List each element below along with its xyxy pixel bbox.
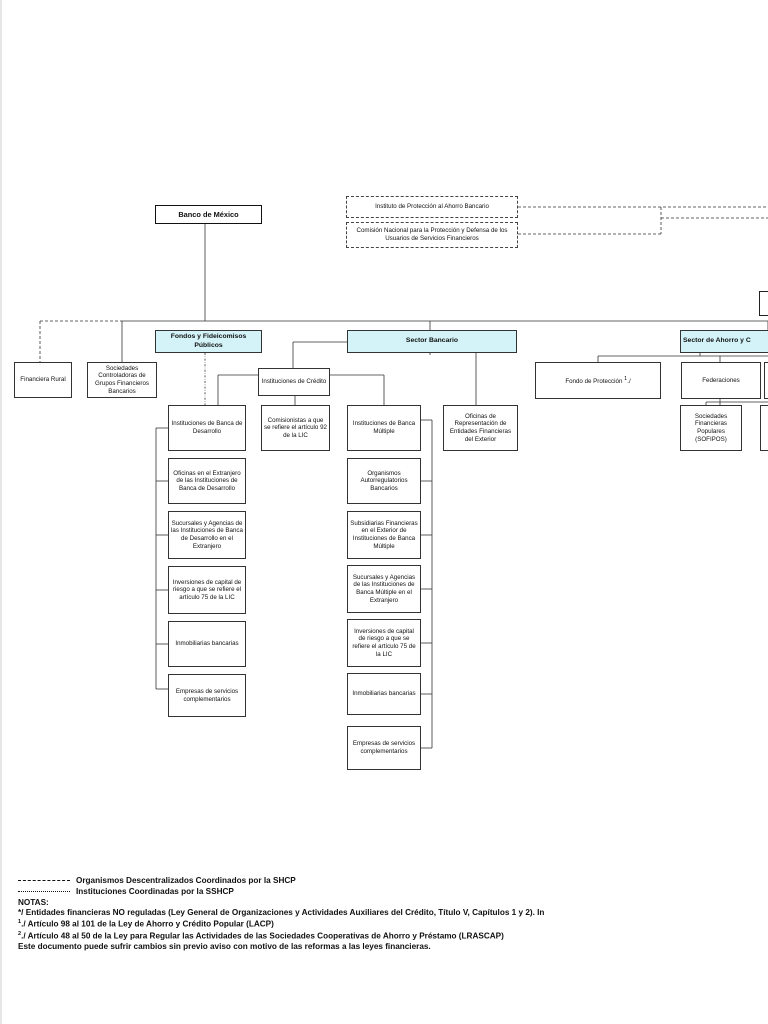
label-fondo-proteccion-text: Fondo de Protección [565, 377, 623, 385]
label-oficinas-representacion: Oficinas de Representación de Entidades … [449, 412, 512, 443]
node-sociedades-controladoras: Sociedades Controladoras de Grupos Finan… [87, 362, 157, 398]
footnote-mark-fondo: 1 [624, 375, 628, 382]
label-comisionistas: Comisionistas a que se refiere el artícu… [264, 416, 327, 439]
legend-dashdot-row: Instituciones Coordinadas por la SSHCP [18, 887, 768, 898]
node-bm-child: Inversiones de capital de riesgo a que s… [347, 619, 421, 667]
node-cut-off-federaciones-right [764, 362, 768, 399]
legend-dashed-text: Organismos Descentralizados Coordinados … [76, 876, 296, 885]
node-cut-off-right [759, 291, 768, 316]
node-sofipos: Sociedades Financieras Populares (SOFIPO… [680, 405, 742, 451]
node-bd-child: Oficinas en el Extranjero de las Institu… [168, 458, 246, 504]
label-condusef: Comisión Nacional para la Protección y D… [356, 227, 508, 242]
note-1-mark: 1 [18, 919, 22, 926]
label-sociedades-controladoras: Sociedades Controladoras de Grupos Finan… [95, 364, 149, 395]
note-2-mark: 2 [18, 930, 22, 937]
note-2: 2./ Artículo 48 al 50 de la Ley para Reg… [18, 931, 768, 943]
note-2-text: ./ Artículo 48 al 50 de la Ley para Regu… [21, 931, 504, 941]
node-fondos-fideicomisos: Fondos y Fideicomisos Públicos [155, 330, 262, 353]
node-comisionistas: Comisionistas a que se refiere el artícu… [261, 405, 330, 451]
footnote-suffix-fondo: ./ [627, 377, 631, 385]
label-fondo-proteccion: Fondo de Protección 1./ [565, 376, 630, 386]
node-sector-ahorro: Sector de Ahorro y C [680, 330, 768, 353]
label-bd-child: Empresas de servicios complementarios [175, 687, 239, 703]
notes-section: Organismos Descentralizados Coordinados … [18, 876, 768, 953]
node-instituciones-credito: Instituciones de Crédito [258, 368, 330, 396]
label-banca-multiple: Instituciones de Banca Múltiple [352, 420, 416, 435]
node-bm-child: Inmobiliarias bancarias [347, 673, 421, 715]
label-bd-child: Inmobiliarias bancarias [175, 640, 239, 648]
node-condusef: Comisión Nacional para la Protección y D… [346, 222, 518, 248]
label-bm-child: Subsidiarias Financieras en el Exterior … [350, 519, 418, 550]
node-cut-off-sofipos-right [760, 405, 768, 451]
node-bm-child: Organismos Autorregulatorios Bancarios [347, 458, 421, 504]
notes-title: NOTAS: [18, 897, 49, 907]
label-fondos: Fondos y Fideicomisos Públicos [170, 333, 247, 349]
node-bd-child: Empresas de servicios complementarios [168, 674, 246, 717]
node-bm-child: Empresas de servicios complementarios [347, 726, 421, 770]
node-bd-child: Inmobiliarias bancarias [168, 621, 246, 667]
label-bm-child: Empresas de servicios complementarios [352, 740, 416, 755]
node-bd-child: Inversiones de capital de riesgo a que s… [168, 566, 246, 614]
legend-dashdot-line [18, 891, 70, 893]
note-star: */ Entidades financieras NO reguladas (L… [18, 908, 545, 918]
label-banca-desarrollo: Instituciones de Banca de Desarrollo [171, 420, 243, 435]
label-federaciones: Federaciones [702, 376, 740, 384]
node-oficinas-representacion: Oficinas de Representación de Entidades … [443, 405, 518, 451]
label-bm-child: Sucursales y Agencias de las Institucion… [352, 573, 416, 604]
legend-dashed-row: Organismos Descentralizados Coordinados … [18, 876, 768, 887]
disclaimer: Este documento puede sufrir cambios sin … [18, 942, 431, 952]
node-banca-multiple: Instituciones de Banca Múltiple [347, 405, 421, 451]
label-sector-bancario: Sector Bancario [405, 337, 459, 345]
label-bd-child: Inversiones de capital de riesgo a que s… [172, 578, 242, 601]
node-bd-child: Sucursales y Agencias de las Institucion… [168, 511, 246, 559]
label-bd-child: Oficinas en el Extranjero de las Institu… [173, 469, 241, 492]
label-bm-child: Inversiones de capital de riesgo a que s… [352, 627, 416, 658]
label-instituciones-credito: Instituciones de Crédito [261, 378, 327, 386]
node-bm-child: Subsidiarias Financieras en el Exterior … [347, 511, 421, 559]
label-bm-child: Organismos Autorregulatorios Bancarios [360, 469, 408, 492]
label-bm-child: Inmobiliarias bancarias [352, 690, 416, 698]
legend-dashed-line [18, 880, 70, 882]
label-sector-ahorro: Sector de Ahorro y C [683, 337, 751, 345]
note-1: 1./ Artículo 98 al 101 de la Ley de Ahor… [18, 919, 768, 931]
label-sofipos: Sociedades Financieras Populares (SOFIPO… [694, 412, 728, 443]
node-financiera-rural: Financiera Rural [14, 362, 72, 398]
label-banco-de-mexico: Banco de México [178, 209, 239, 219]
page-edge [0, 0, 2, 1024]
node-banca-desarrollo: Instituciones de Banca de Desarrollo [168, 405, 246, 451]
node-fondo-proteccion: Fondo de Protección 1./ [535, 362, 661, 399]
node-federaciones: Federaciones [681, 362, 761, 399]
note-1-text: ./ Artículo 98 al 101 de la Ley de Ahorr… [21, 920, 274, 930]
node-sector-bancario: Sector Bancario [347, 330, 517, 353]
label-ipab: Instituto de Protección al Ahorro Bancar… [375, 203, 489, 211]
node-ipab: Instituto de Protección al Ahorro Bancar… [346, 196, 518, 218]
label-financiera-rural: Financiera Rural [20, 376, 66, 384]
node-banco-de-mexico: Banco de México [155, 205, 262, 224]
node-bm-child: Sucursales y Agencias de las Institucion… [347, 565, 421, 613]
label-bd-child: Sucursales y Agencias de las Institucion… [171, 519, 243, 550]
legend-dashdot-text: Instituciones Coordinadas por la SSHCP [76, 886, 234, 896]
